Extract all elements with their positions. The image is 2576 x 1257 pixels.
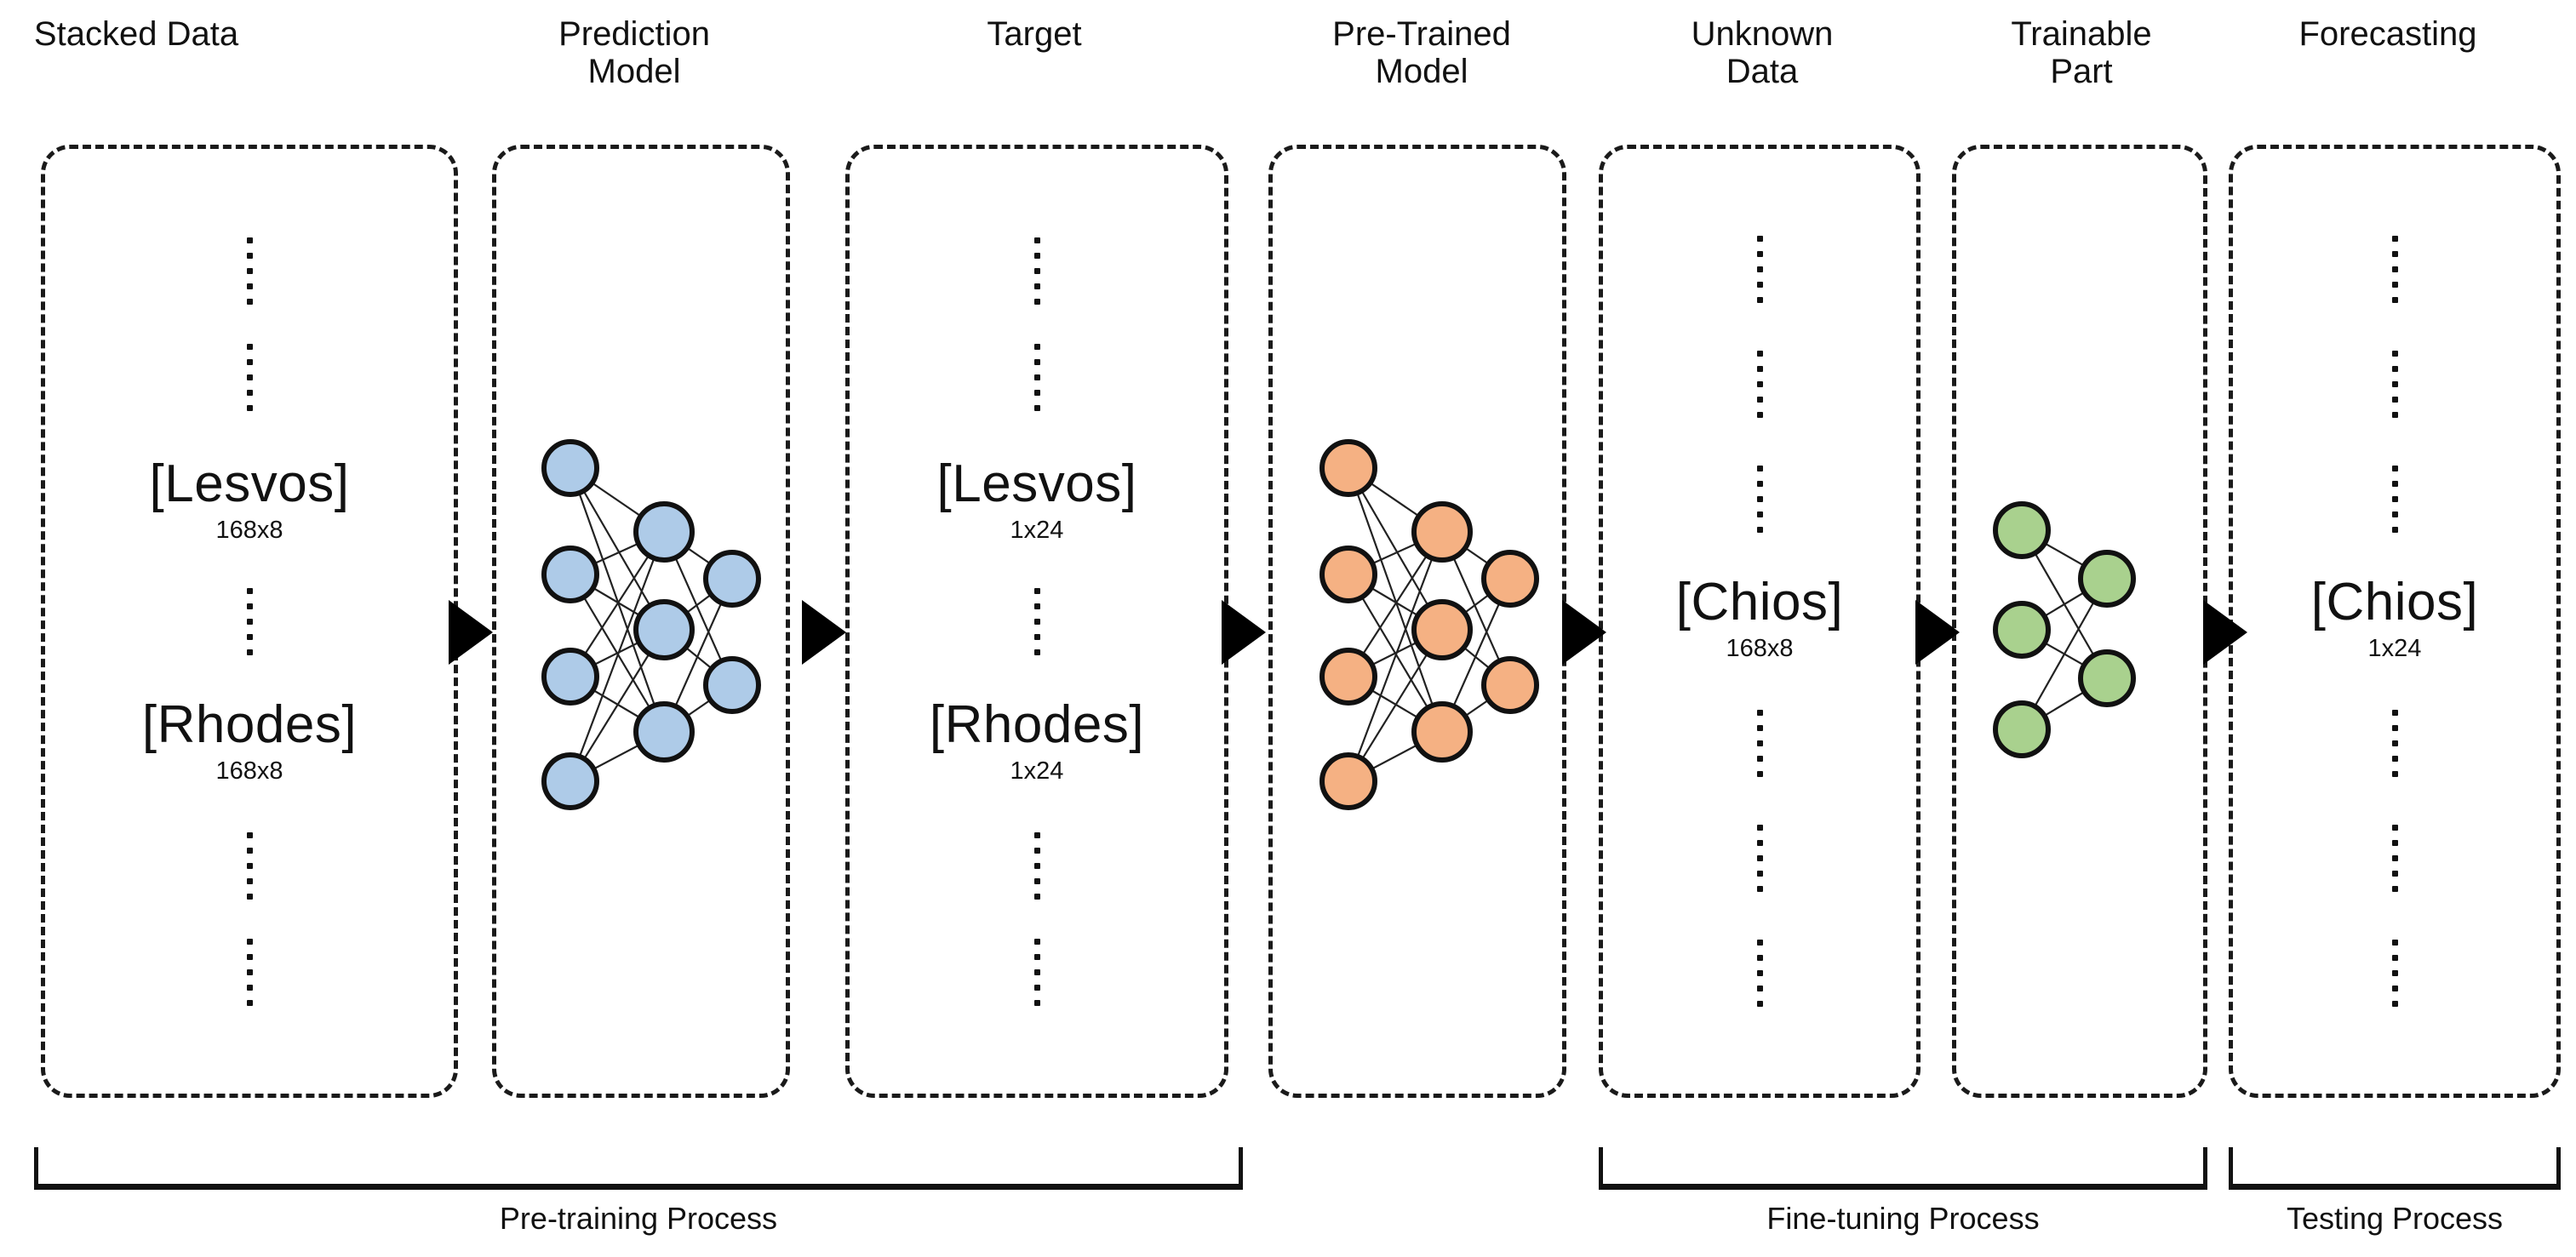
unknown-data-label-chios: [Chios] xyxy=(1675,573,1844,631)
ellipsis-icon xyxy=(246,237,253,305)
target-dims-lesvos: 1x24 xyxy=(1010,516,1064,544)
ellipsis-icon xyxy=(2391,351,2398,418)
forecast-dims-chios: 1x24 xyxy=(2367,635,2422,662)
content-forecasting: [Chios] 1x24 xyxy=(2229,170,2561,1072)
arrow-prediction-to-target xyxy=(802,600,846,665)
data-dims-lesvos: 168x8 xyxy=(215,516,283,544)
data-label-lesvos: [Lesvos] xyxy=(149,454,350,513)
ellipsis-icon xyxy=(2391,236,2398,303)
column-header-trainable-part: Trainable Part xyxy=(2011,15,2152,90)
arrow-stacked-to-prediction xyxy=(449,600,493,665)
arrow-pretrained-to-unknown xyxy=(1562,600,1606,665)
column-header-pretrained-model: Pre-Trained Model xyxy=(1332,15,1511,90)
column-header-prediction-model: Prediction Model xyxy=(558,15,710,90)
bracket-fine-tuning xyxy=(1599,1147,2207,1190)
content-unknown-data: [Chios] 168x8 xyxy=(1599,170,1921,1072)
bracket-pre-training xyxy=(34,1147,1243,1190)
ellipsis-icon xyxy=(1756,236,1763,303)
ellipsis-icon xyxy=(2391,940,2398,1007)
process-label-testing: Testing Process xyxy=(2286,1201,2504,1236)
process-label-pre-training: Pre-training Process xyxy=(499,1201,778,1236)
bracket-testing xyxy=(2229,1147,2561,1190)
target-label-lesvos: [Lesvos] xyxy=(936,454,1137,513)
data-label-rhodes: [Rhodes] xyxy=(141,694,358,754)
ellipsis-icon xyxy=(1033,237,1040,305)
arrow-trainable-to-forecasting xyxy=(2203,600,2247,665)
ellipsis-icon xyxy=(2391,466,2398,533)
network-svg-blue xyxy=(541,439,761,810)
ellipsis-icon xyxy=(246,343,253,411)
ellipsis-icon xyxy=(1033,587,1040,655)
process-label-fine-tuning: Fine-tuning Process xyxy=(1766,1201,2040,1236)
column-header-target: Target xyxy=(987,15,1082,53)
column-header-unknown-data: Unknown Data xyxy=(1691,15,1834,90)
network-svg-orange xyxy=(1319,439,1539,810)
target-label-rhodes: [Rhodes] xyxy=(929,694,1145,754)
data-dims-rhodes: 168x8 xyxy=(215,757,283,785)
forecast-label-chios: [Chios] xyxy=(2310,573,2479,631)
ellipsis-icon xyxy=(2391,825,2398,892)
column-header-stacked-data: Stacked Data xyxy=(33,15,239,53)
ellipsis-icon xyxy=(1756,825,1763,892)
ellipsis-icon xyxy=(246,831,253,900)
neural-network-pretrained-model xyxy=(1296,417,1543,834)
column-header-forecasting: Forecasting xyxy=(2298,15,2477,53)
ellipsis-icon xyxy=(2391,710,2398,777)
arrow-target-to-pretrained xyxy=(1222,600,1266,665)
ellipsis-icon xyxy=(1756,940,1763,1007)
ellipsis-icon xyxy=(246,587,253,655)
ellipsis-icon xyxy=(1033,831,1040,900)
ellipsis-icon xyxy=(1033,343,1040,411)
ellipsis-icon xyxy=(1756,710,1763,777)
neural-network-trainable-part xyxy=(1971,489,2184,770)
network-svg-green xyxy=(1993,501,2136,758)
ellipsis-icon xyxy=(1756,351,1763,418)
ellipsis-icon xyxy=(246,938,253,1006)
content-stacked-data: [Lesvos] 168x8 [Rhodes] 168x8 xyxy=(41,170,458,1072)
ellipsis-icon xyxy=(1033,938,1040,1006)
content-target: [Lesvos] 1x24 [Rhodes] 1x24 xyxy=(845,170,1228,1072)
unknown-data-dims-chios: 168x8 xyxy=(1726,635,1794,662)
ellipsis-icon xyxy=(1756,466,1763,533)
target-dims-rhodes: 1x24 xyxy=(1010,757,1064,785)
neural-network-prediction-model xyxy=(518,417,764,834)
arrow-unknown-to-trainable xyxy=(1915,600,1960,665)
